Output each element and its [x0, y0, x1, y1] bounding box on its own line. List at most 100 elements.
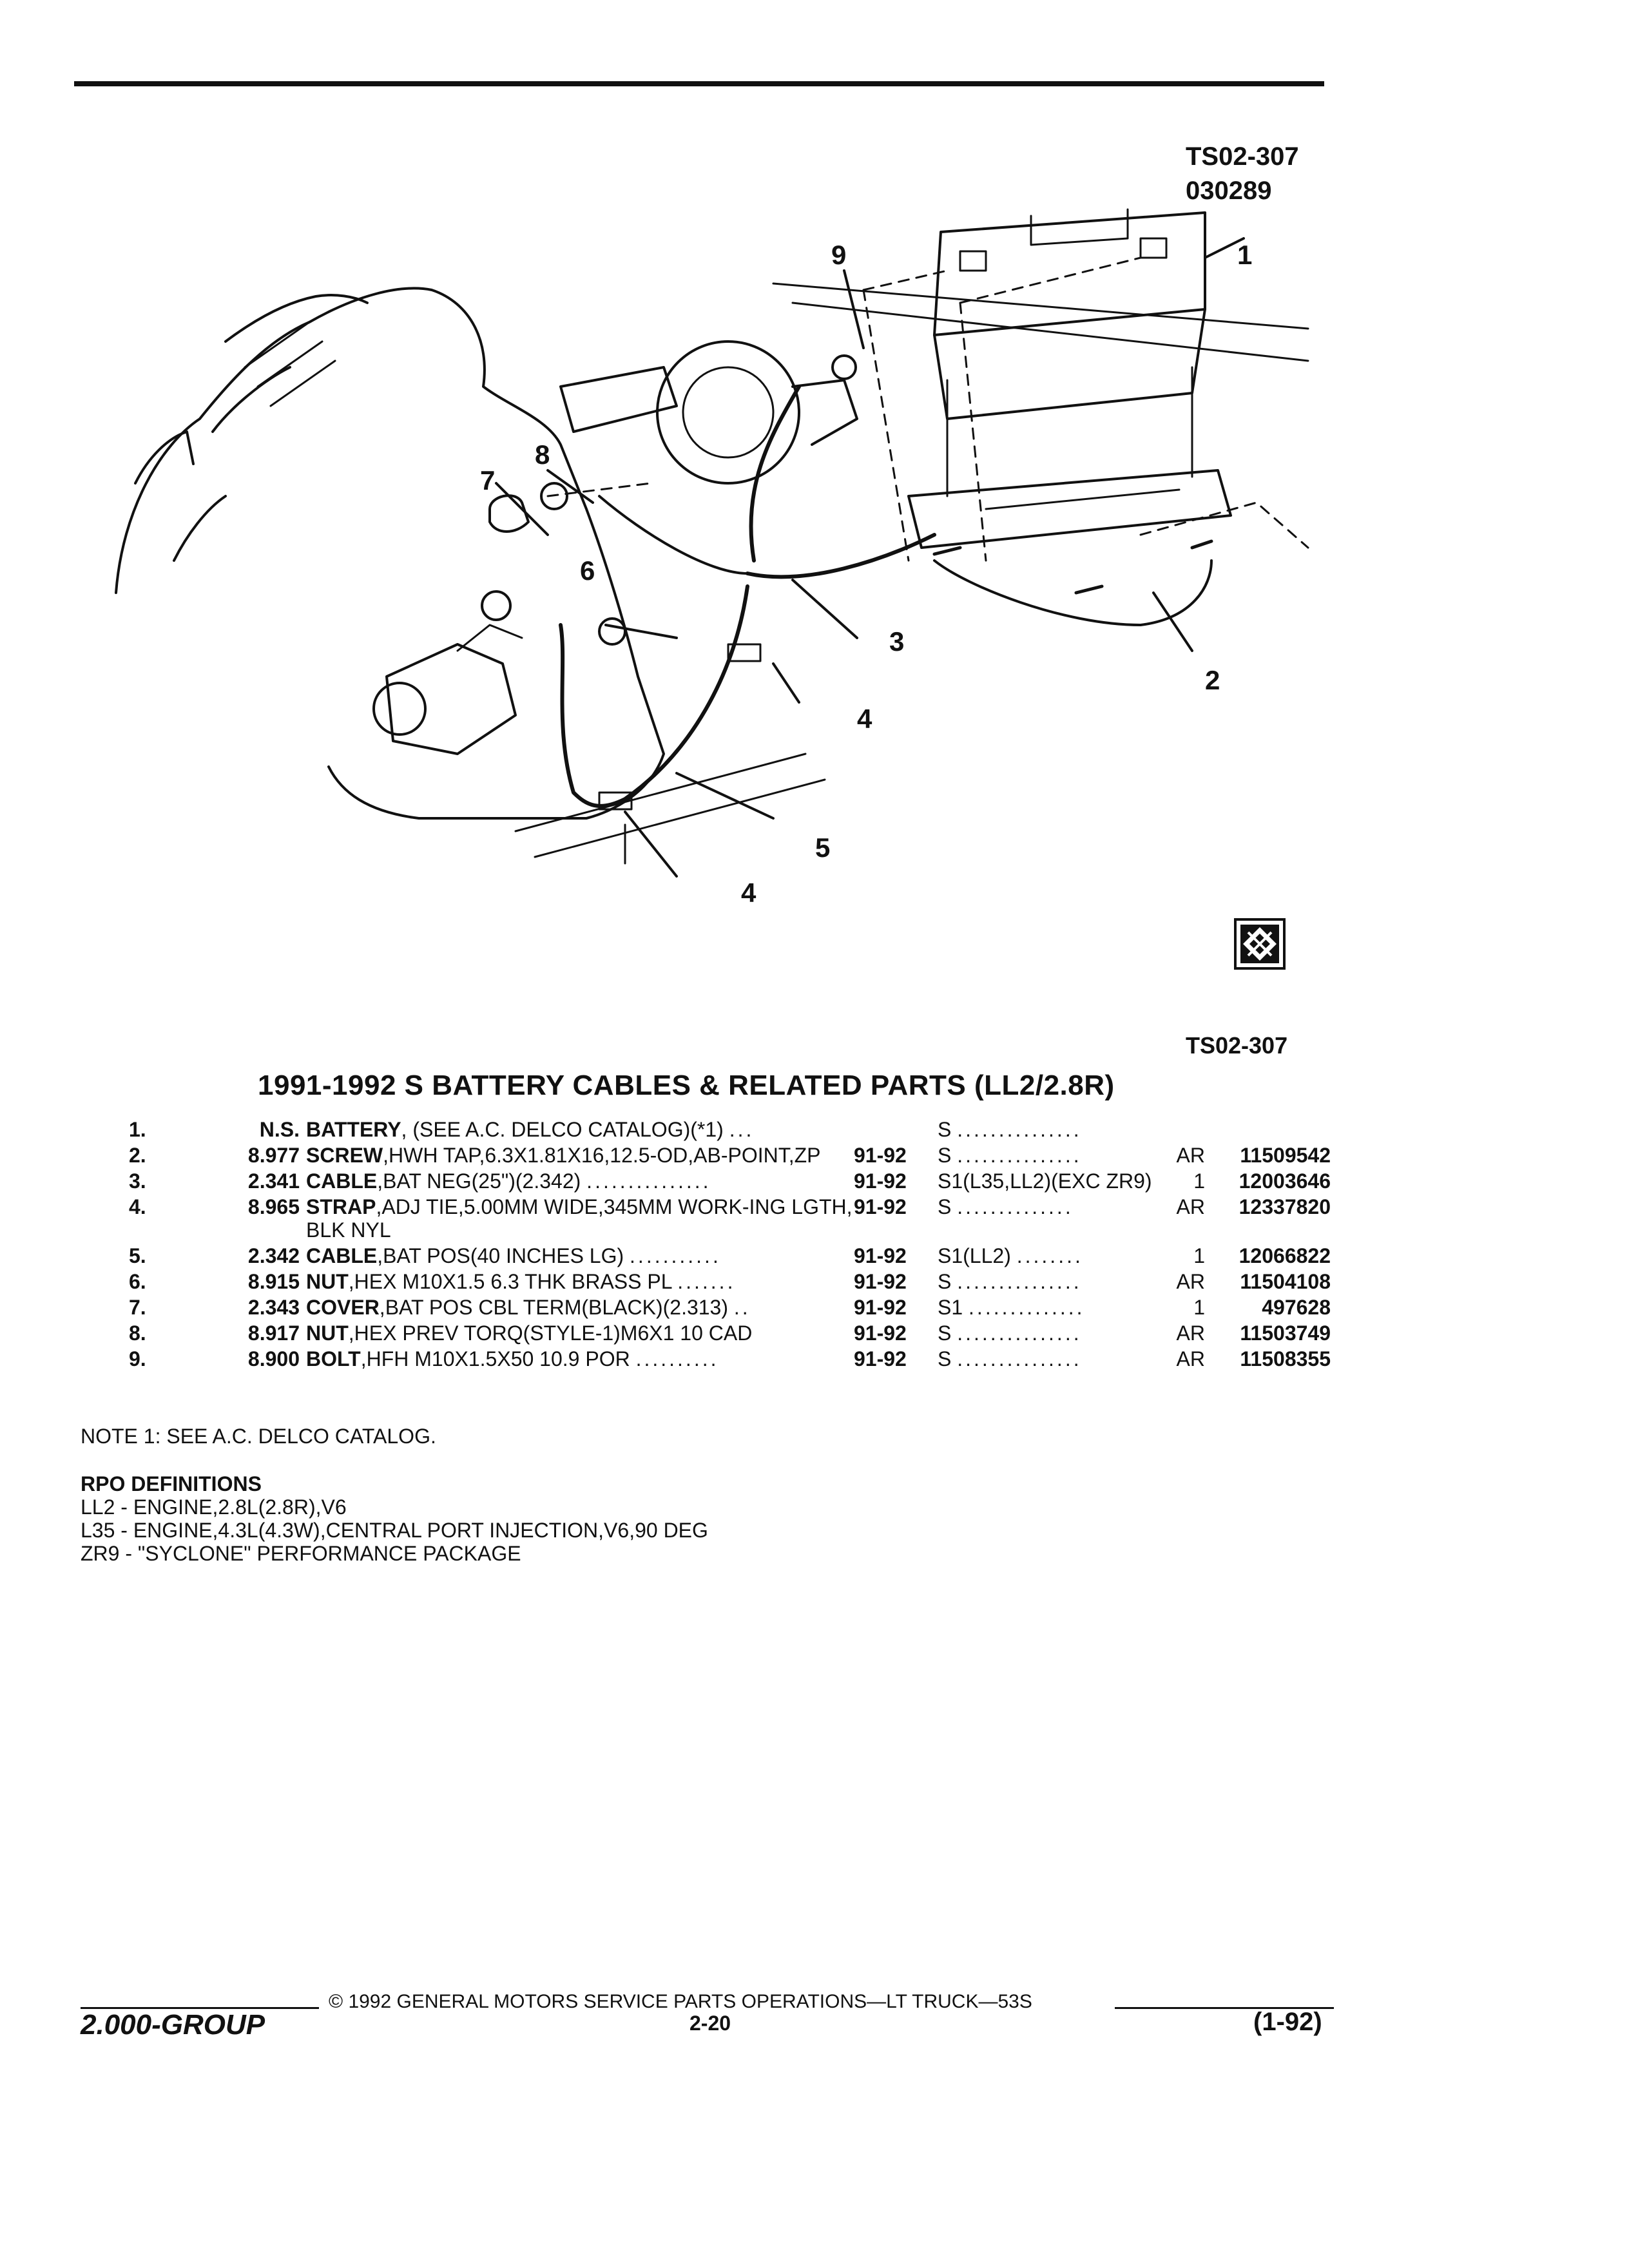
leader-dots: ............... — [957, 1321, 1082, 1345]
part-description: BOLT,HFH M10X1.5X50 10.9 POR .......... — [306, 1347, 854, 1373]
leader-dots: ....... — [677, 1270, 736, 1293]
figure-ref-code: 030289 — [1186, 177, 1272, 205]
part-name: SCREW — [306, 1144, 383, 1167]
part-desc-text: ,BAT NEG(25")(2.342) — [377, 1169, 581, 1193]
callout-4a: 4 — [857, 704, 872, 734]
footer-copyright: © 1992 GENERAL MOTORS SERVICE PARTS OPER… — [329, 1991, 1032, 2012]
part-name: BOLT — [306, 1347, 361, 1370]
footer-group: 2.000-GROUP — [81, 2009, 265, 2041]
item-number: 7. — [129, 1296, 146, 1319]
model-years: 91-92 — [854, 1321, 907, 1345]
leader-dots: ... — [729, 1118, 755, 1141]
model-years: 91-92 — [854, 1195, 907, 1218]
part-name: BATTERY — [306, 1118, 401, 1141]
model-years: 91-92 — [854, 1296, 907, 1319]
callout-5: 5 — [815, 832, 830, 863]
part-number: 11508355 — [1240, 1347, 1331, 1370]
part-number: 11504108 — [1240, 1270, 1331, 1293]
battery-cables-diagram: 1 2 3 4 4 5 6 7 8 9 — [115, 208, 1309, 908]
part-name: CABLE — [306, 1169, 378, 1193]
group-number: 8.917 — [247, 1321, 300, 1345]
battery-tray — [907, 469, 1232, 549]
group-number: 2.341 — [247, 1169, 300, 1193]
part-name: NUT — [306, 1270, 349, 1293]
item-number: 6. — [129, 1270, 146, 1293]
callout-2: 2 — [1205, 665, 1220, 695]
section-title: 1991-1992 S BATTERY CABLES & RELATED PAR… — [258, 1070, 1115, 1101]
leader-dots: ........... — [630, 1244, 721, 1267]
part-description: SCREW,HWH TAP,6.3X1.81X16,12.5-OD,AB-POI… — [306, 1144, 854, 1169]
part-desc-text: ,HEX PREV TORQ(STYLE-1)M6X1 10 CAD — [348, 1321, 753, 1345]
figure-ref-bottom: TS02-307 — [1186, 1032, 1288, 1059]
rpo-item: LL2 - ENGINE,2.8L(2.8R),V6 — [81, 1495, 347, 1519]
part-name: STRAP — [306, 1195, 376, 1218]
leader-dots: ............... — [957, 1118, 1082, 1141]
callout-6: 6 — [580, 555, 595, 586]
rpo-code: S1 — [938, 1296, 963, 1319]
model-years: 91-92 — [854, 1244, 907, 1267]
item-number: 5. — [129, 1244, 146, 1267]
rpo-item: L35 - ENGINE,4.3L(4.3W),CENTRAL PORT INJ… — [81, 1519, 708, 1542]
positive-cable — [559, 584, 749, 808]
part-number: 11509542 — [1240, 1144, 1331, 1167]
rpo-item: ZR9 - "SYCLONE" PERFORMANCE PACKAGE — [81, 1542, 521, 1565]
part-number: 12337820 — [1239, 1195, 1331, 1218]
leader-dots: .............. — [969, 1296, 1085, 1319]
table-row: 1.N.S.BATTERY, (SEE A.C. DELCO CATALOG)(… — [129, 1118, 1331, 1144]
item-number: 8. — [129, 1321, 146, 1345]
part-description: NUT,HEX PREV TORQ(STYLE-1)M6X1 10 CAD — [306, 1321, 854, 1347]
part-name: COVER — [306, 1296, 380, 1319]
rpo-definitions: RPO DEFINITIONS LL2 - ENGINE,2.8L(2.8R),… — [81, 1472, 708, 1565]
rpo-usage: S ............... — [938, 1270, 1160, 1296]
callout-1: 1 — [1237, 240, 1252, 270]
part-name: NUT — [306, 1321, 349, 1345]
rpo-code: S — [938, 1144, 952, 1167]
model-years: 91-92 — [854, 1144, 907, 1167]
leader-dots: ............... — [957, 1347, 1082, 1370]
part-desc-text: , (SEE A.C. DELCO CATALOG)(*1) — [401, 1118, 724, 1141]
rpo-usage: S ............... — [938, 1144, 1160, 1169]
item-number: 3. — [129, 1169, 146, 1193]
part-description: CABLE,BAT POS(40 INCHES LG) ........... — [306, 1244, 854, 1270]
callout-7: 7 — [480, 465, 495, 495]
rpo-code: S — [938, 1347, 952, 1370]
part-number: 12003646 — [1239, 1169, 1331, 1193]
part-number: 12066822 — [1239, 1244, 1331, 1267]
alternator — [656, 340, 800, 485]
leader-dots: .............. — [957, 1195, 1074, 1218]
part-name: CABLE — [306, 1244, 378, 1267]
part-desc-text: ,BAT POS(40 INCHES LG) — [377, 1244, 624, 1267]
table-row: 2. 8.977 SCREW,HWH TAP,6.3X1.81X16,12.5-OD… — [129, 1144, 1331, 1169]
model-years: 91-92 — [854, 1347, 907, 1370]
item-number: 2. — [129, 1144, 146, 1167]
part-desc-text: ,HFH M10X1.5X50 10.9 POR — [360, 1347, 630, 1370]
group-number: 8.977 — [247, 1144, 300, 1167]
quantity: 1 — [1193, 1296, 1205, 1319]
group-number: 8.965 — [247, 1195, 300, 1218]
footer-date: (1-92) — [1253, 2008, 1322, 2036]
rpo-header: RPO DEFINITIONS — [81, 1472, 262, 1495]
parts-table: 1.N.S.BATTERY, (SEE A.C. DELCO CATALOG)(… — [129, 1118, 1331, 1373]
rpo-usage: S ............... — [938, 1321, 1160, 1347]
quantity — [1160, 1118, 1211, 1144]
leader-dots: ............... — [586, 1169, 711, 1193]
leader-dots: ............... — [957, 1144, 1082, 1167]
rpo-code: S — [938, 1118, 952, 1141]
leader-dots: ........ — [1016, 1244, 1083, 1267]
note: NOTE 1: SEE A.C. DELCO CATALOG. — [81, 1425, 436, 1448]
callout-4b: 4 — [741, 878, 757, 908]
callout-3: 3 — [889, 626, 904, 657]
leader-dots: ............... — [957, 1270, 1082, 1293]
part-number — [1211, 1118, 1331, 1144]
callout-8: 8 — [535, 439, 550, 470]
part-desc-text: ,ADJ TIE,5.00MM WIDE,345MM WORK-ING LGTH… — [306, 1195, 853, 1242]
rpo-usage: S1(L35,LL2)(EXC ZR9) — [938, 1169, 1160, 1195]
rpo-code: S — [938, 1195, 952, 1218]
part-description: BATTERY, (SEE A.C. DELCO CATALOG)(*1) ..… — [306, 1118, 854, 1144]
rpo-code: S — [938, 1321, 952, 1345]
footer-rule-right — [1115, 2007, 1334, 2009]
